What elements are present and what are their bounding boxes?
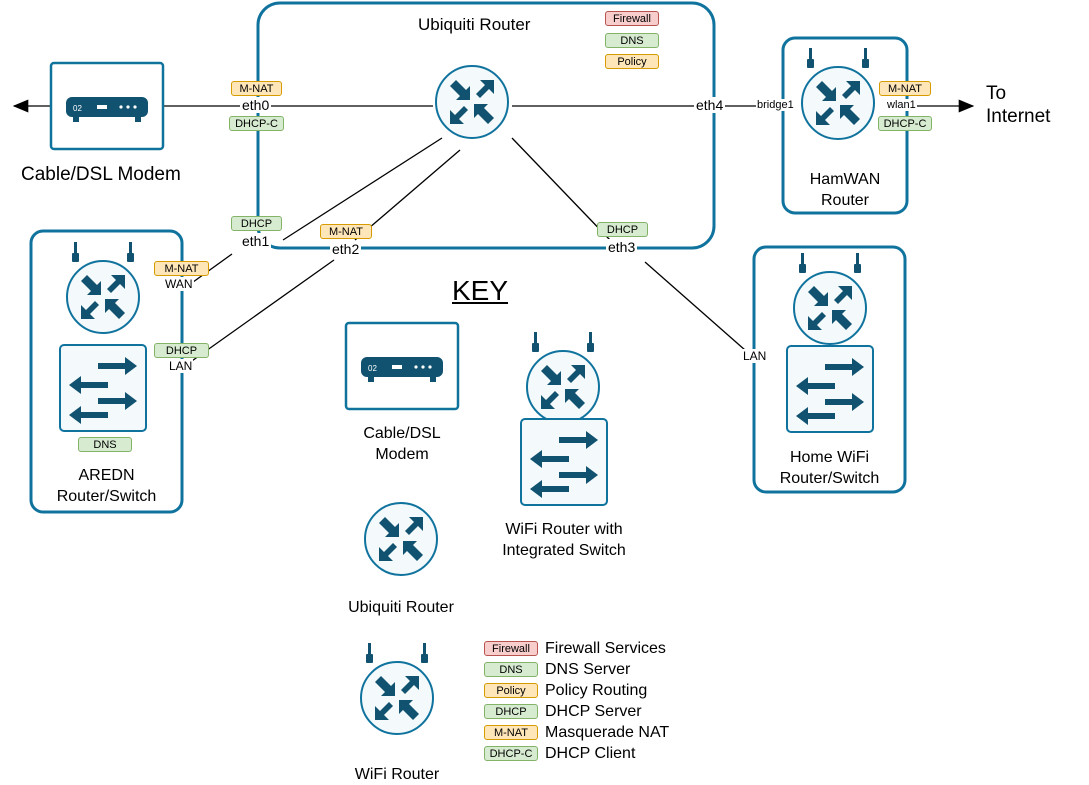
internet-label-line1: To <box>986 83 1007 104</box>
hamwan-mnat-badge: M-NAT <box>879 81 931 96</box>
link-eth2 <box>354 149 461 241</box>
eth3-label: eth3 <box>606 239 638 255</box>
legend-mnat-badge: M-NAT <box>484 725 538 740</box>
hamwan-label-line2: Router <box>820 192 870 209</box>
home-label: Home WiFi Router/Switch <box>754 447 905 489</box>
key-wifi-router-icon <box>360 643 434 735</box>
eth2-label: eth2 <box>330 241 362 257</box>
eth0-dhcpc-badge: DHCP-C <box>229 116 284 131</box>
modem-display: 02 <box>73 104 82 113</box>
eth1-label: eth1 <box>240 233 272 249</box>
legend-policy-desc: Policy Routing <box>545 682 648 699</box>
modem-label: Cable/DSL Modem <box>21 164 181 185</box>
home-label-line1: Home WiFi <box>789 449 870 466</box>
hamwan-dhcpc-badge: DHCP-C <box>878 116 932 131</box>
eth4-label: eth4 <box>694 97 726 113</box>
aredn-lan-badge: DHCP <box>154 343 209 358</box>
aredn-wan-badge: M-NAT <box>154 261 209 276</box>
internet-label: To Internet <box>986 82 1050 128</box>
key-ubiquiti-label: Ubiquiti Router <box>348 599 454 616</box>
hamwan-wlan-label: wlan1 <box>886 99 917 111</box>
key-wifi-switch-label: WiFi Router with Integrated Switch <box>479 519 649 561</box>
home-label-line2: Router/Switch <box>779 470 880 487</box>
hamwan-bridge-label: bridge1 <box>756 99 795 111</box>
key-wifi-switch-label-line2: Integrated Switch <box>502 542 626 559</box>
key-title: KEY <box>452 275 509 306</box>
legend-dhcp-badge: DHCP <box>484 704 538 719</box>
legend-dhcp-desc: DHCP Server <box>545 703 642 720</box>
key-modem-label-line2: Modem <box>375 446 429 463</box>
link-eth1 <box>282 137 443 241</box>
ubiquiti-title: Ubiquiti Router <box>418 15 531 34</box>
eth3-dhcp-badge: DHCP <box>597 222 648 237</box>
legend-policy-badge: Policy <box>484 683 538 698</box>
home-switch-icon <box>786 345 874 433</box>
aredn-label: AREDN Router/Switch <box>31 465 182 507</box>
cable-modem-device: 02 <box>49 61 165 151</box>
legend-dns-badge: DNS <box>484 662 538 677</box>
key-ubiquiti-icon <box>364 502 438 576</box>
aredn-switch-icon <box>59 344 147 432</box>
home-lan-label: LAN <box>742 349 768 363</box>
link-eth3 <box>511 137 611 241</box>
aredn-dns-badge: DNS <box>78 437 132 452</box>
aredn-lan-label: LAN <box>168 359 194 373</box>
ubiquiti-router-icon <box>435 65 509 139</box>
legend-dhcpc-desc: DHCP Client <box>545 745 636 762</box>
key-modem-icon: 02 <box>344 321 460 411</box>
hamwan-label-line1: HamWAN <box>809 171 881 188</box>
key-wifi-switch-label-line1: WiFi Router with <box>505 521 623 538</box>
eth0-label: eth0 <box>240 97 272 113</box>
aredn-wan-label: WAN <box>164 277 194 291</box>
legend-mnat-desc: Masquerade NAT <box>545 724 670 741</box>
legend-firewall-badge: Firewall <box>484 641 538 656</box>
ubiquiti-firewall-badge: Firewall <box>605 11 659 26</box>
ubiquiti-policy-badge: Policy <box>605 54 659 69</box>
legend-dns-desc: DNS Server <box>545 661 631 678</box>
legend-firewall-desc: Firewall Services <box>545 640 666 657</box>
ubiquiti-dns-badge: DNS <box>605 33 659 48</box>
eth0-mnat-badge: M-NAT <box>231 81 282 96</box>
internet-label-line2: Internet <box>986 106 1051 127</box>
eth2-mnat-badge: M-NAT <box>320 224 372 239</box>
key-modem-display: 02 <box>368 364 377 373</box>
key-wifi-switch-switch-icon <box>520 418 608 506</box>
hamwan-label: HamWAN Router <box>783 169 907 211</box>
aredn-label-line1: AREDN <box>78 467 135 484</box>
key-wifi-switch-router-icon <box>526 332 600 424</box>
aredn-label-line2: Router/Switch <box>56 488 157 505</box>
legend-dhcpc-badge: DHCP-C <box>484 746 538 761</box>
eth1-dhcp-badge: DHCP <box>231 216 282 231</box>
key-modem-label: Cable/DSL Modem <box>340 423 464 465</box>
key-modem-label-line1: Cable/DSL <box>363 425 441 442</box>
key-wifi-router-label: WiFi Router <box>354 766 440 783</box>
